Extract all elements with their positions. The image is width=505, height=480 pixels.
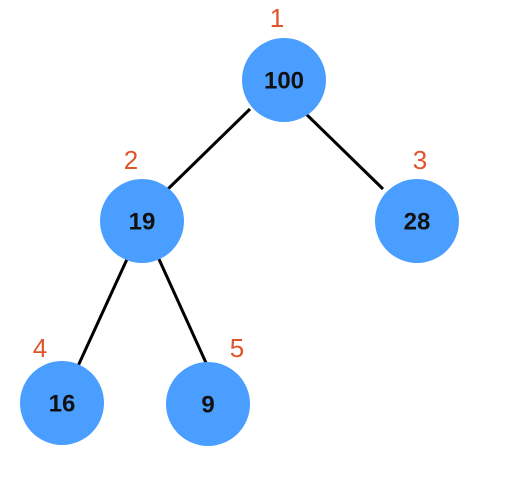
tree-node: 28 3	[375, 145, 459, 263]
node-value: 16	[49, 391, 76, 418]
edge-n1-n2	[166, 107, 252, 191]
node-index-label: 5	[230, 333, 244, 363]
tree-node: 19 2	[100, 145, 184, 263]
node-circle	[375, 179, 459, 263]
node-circle	[166, 362, 250, 446]
node-value: 9	[201, 392, 214, 419]
node-circle	[20, 361, 104, 445]
tree-node: 100 1	[242, 3, 326, 122]
tree-node: 9 5	[166, 333, 250, 446]
node-index-label: 3	[413, 145, 427, 175]
node-value: 100	[264, 68, 304, 95]
node-index-label: 2	[124, 145, 138, 175]
node-index-label: 1	[270, 3, 284, 33]
node-value: 19	[129, 209, 156, 236]
node-circle	[100, 179, 184, 263]
node-circle	[242, 38, 326, 122]
tree-node: 16 4	[20, 333, 104, 445]
edge-n1-n3	[301, 109, 385, 191]
edge-n2-n5	[156, 256, 209, 366]
node-value: 28	[404, 209, 431, 236]
tree-edges	[76, 107, 385, 367]
edge-n2-n4	[76, 256, 130, 367]
node-index-label: 4	[33, 333, 47, 363]
